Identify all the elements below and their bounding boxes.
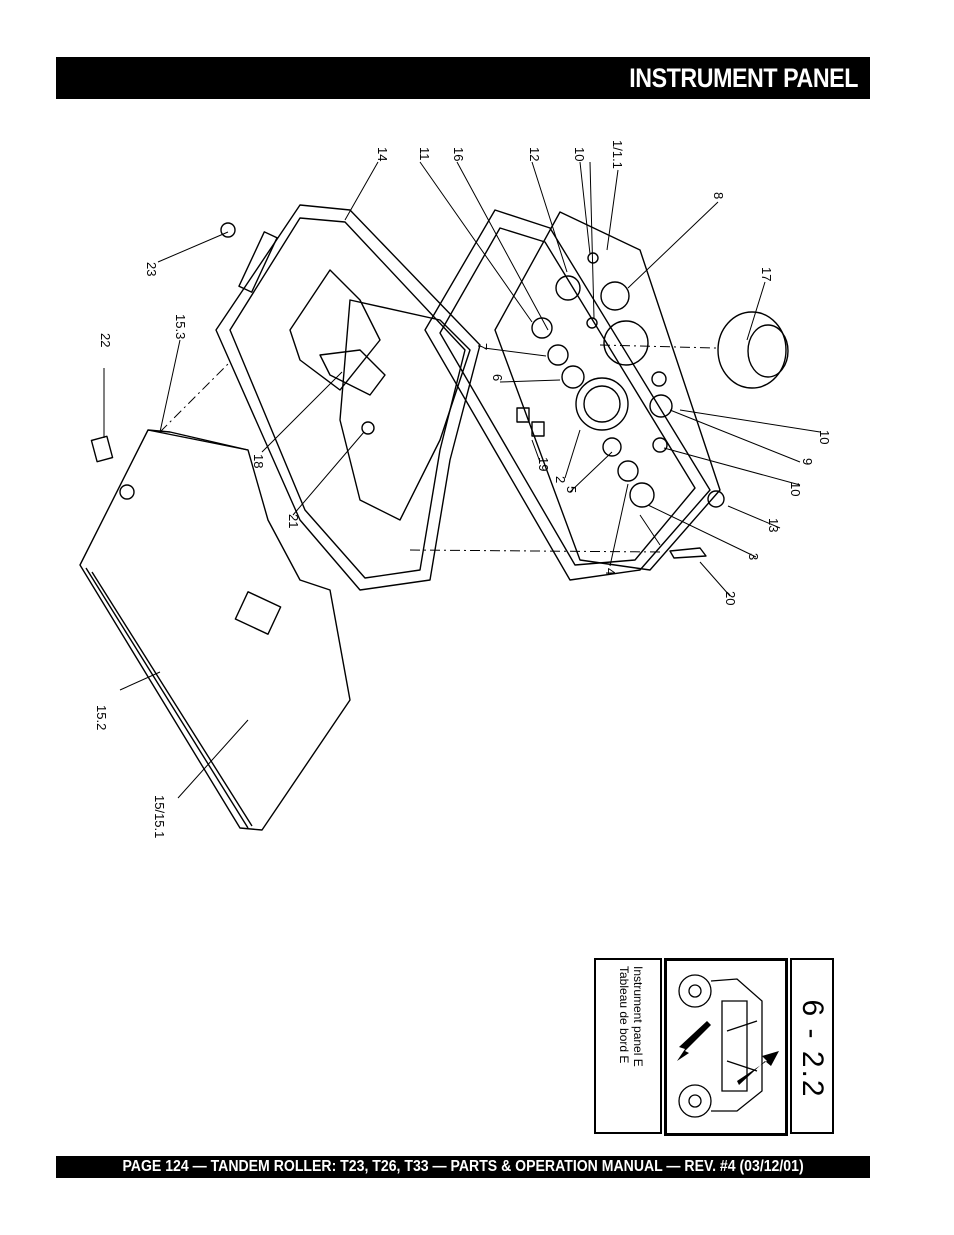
thumbnail-label-box: Instrument panel E Tableau de bord E: [594, 958, 662, 1134]
footer-bar: PAGE 124 — TANDEM ROLLER: T23, T26, T33 …: [56, 1156, 870, 1178]
thumbnail-label-fr: Tableau de bord E: [617, 966, 631, 1064]
fitting-22: [90, 435, 114, 463]
callout-19: 19: [536, 457, 551, 471]
callout-3: 3: [746, 553, 761, 560]
callout-15-2: 15.2: [94, 705, 109, 730]
key-3: [629, 482, 655, 508]
plug-11: [531, 317, 553, 339]
ring-17: [717, 311, 787, 389]
cover-latch: [234, 591, 282, 635]
callout-15-3: 15.3: [173, 314, 188, 339]
callout-15: 15/15.1: [152, 795, 167, 838]
callout-4: 4: [603, 568, 618, 575]
callout-16: 16: [451, 147, 466, 161]
gauge-12: [555, 275, 581, 301]
bulb-13: [707, 490, 725, 508]
callout-17: 17: [759, 267, 774, 281]
callout-18: 18: [251, 454, 266, 468]
footer-text: PAGE 124 — TANDEM ROLLER: T23, T26, T33 …: [122, 1158, 804, 1175]
callout-14: 14: [375, 147, 390, 161]
gauge-2: [575, 377, 629, 431]
thumbnail-image: [664, 958, 788, 1136]
nut-23: [220, 222, 236, 238]
callout-13: 13: [766, 518, 781, 532]
callout-6: 6: [490, 374, 505, 381]
callout-22: 22: [98, 333, 113, 347]
page-title: INSTRUMENT PANEL: [629, 62, 858, 93]
bolt-21: [361, 421, 375, 435]
section-thumbnail: Instrument panel E Tableau de bord E 6 -…: [594, 955, 838, 1136]
screw-20: [669, 547, 707, 559]
header-bar: INSTRUMENT PANEL: [56, 57, 870, 99]
section-number: 6 - 2.2: [796, 999, 829, 1099]
callout-8: 8: [711, 192, 726, 199]
light-7: [547, 344, 569, 366]
callout-21: 21: [286, 514, 301, 528]
clamp-18: [319, 349, 386, 396]
hole-17: [603, 320, 649, 366]
base-frame: [215, 204, 481, 591]
callout-7: 7: [475, 343, 490, 350]
roller-sketch-icon: [677, 974, 779, 1118]
section-number-box: 6 - 2.2: [790, 958, 834, 1134]
callout-12: 12: [527, 147, 542, 161]
thumbnail-label: Instrument panel E Tableau de bord E: [617, 966, 645, 1136]
callout-10a: 10: [572, 147, 587, 161]
thumbnail-label-en: Instrument panel E: [631, 966, 645, 1067]
callout-5: 5: [564, 486, 579, 493]
callout-1: 1/1.1: [610, 140, 625, 169]
fuse-19: [516, 407, 530, 423]
switch-4: [617, 460, 639, 482]
callout-20: 20: [723, 591, 738, 605]
knob-9: [649, 394, 673, 418]
callout-2: 2: [553, 476, 568, 483]
switch-5: [602, 437, 622, 457]
callout-10c: 10: [788, 482, 803, 496]
callout-10b: 10: [817, 430, 832, 444]
instrument-panel-plate: [494, 211, 721, 571]
meter-8: [600, 281, 630, 311]
callout-11: 11: [417, 147, 432, 161]
panel-gasket: [424, 209, 711, 581]
callout-9: 9: [800, 458, 815, 465]
light-6: [561, 365, 585, 389]
callout-23: 23: [144, 262, 159, 276]
cover-housing: [79, 429, 351, 831]
